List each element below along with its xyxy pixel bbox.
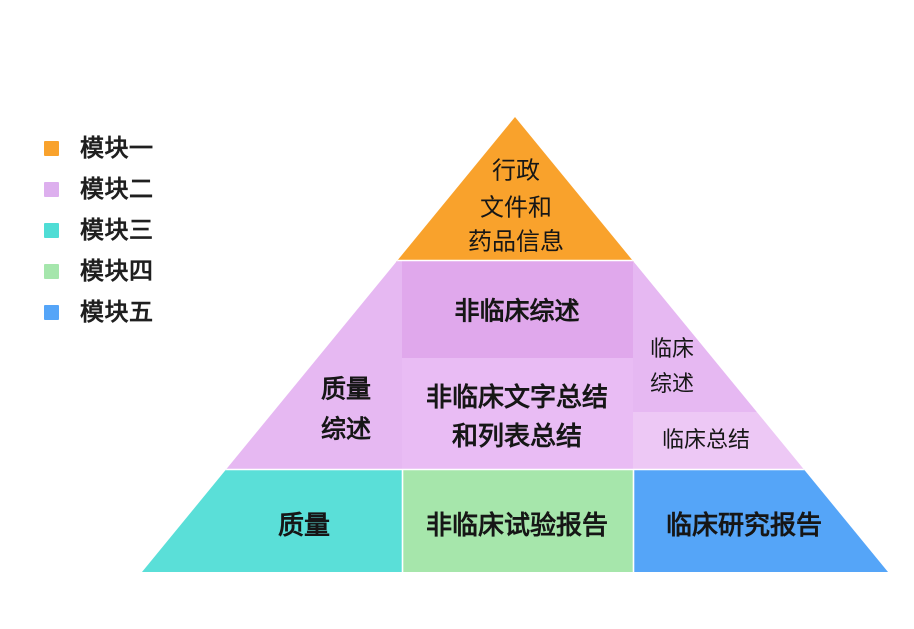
legend-swatch-module-4: [44, 264, 59, 279]
label-quality: 质量: [278, 510, 330, 540]
legend-swatch-module-2: [44, 182, 59, 197]
pyramid-segment-nonclinical-written-tabulated-summary: [402, 358, 633, 469]
label-nonclinical-study-reports: 非临床试验报告: [426, 510, 608, 540]
legend-item-module-4: 模块四: [44, 251, 234, 292]
legend-label-module-1: 模块一: [80, 134, 154, 162]
legend: 模块一 模块二 模块三 模块四 模块五: [44, 128, 234, 333]
label-nonclinical-summary-line-1: 非临床文字总结: [426, 382, 608, 412]
pyramid-segment-nonclinical-overview: [402, 260, 633, 358]
legend-item-module-3: 模块三: [44, 210, 234, 251]
legend-label-module-2: 模块二: [80, 175, 154, 203]
legend-label-module-4: 模块四: [80, 257, 154, 285]
label-clinical-summary: 临床总结: [662, 427, 750, 452]
label-clinical-overview-line-2: 综述: [650, 371, 694, 396]
label-nonclinical-summary-line-2: 和列表总结: [452, 421, 582, 451]
pyramid-segment-nonclinical-study-reports: [402, 469, 633, 572]
legend-item-module-1: 模块一: [44, 128, 234, 169]
legend-swatch-module-3: [44, 223, 59, 238]
label-apex-line-2: 文件和: [480, 194, 552, 221]
label-nonclinical-overview: 非临床综述: [454, 297, 579, 326]
label-apex-line-1: 行政: [492, 157, 540, 184]
pyramid-segment-apex: [142, 117, 820, 262]
label-clinical-study-reports: 临床研究报告: [666, 510, 822, 540]
label-quality-overview-line-1: 质量: [321, 376, 371, 404]
legend-item-module-2: 模块二: [44, 169, 234, 210]
label-apex-line-3: 药品信息: [468, 228, 564, 255]
legend-item-module-5: 模块五: [44, 292, 234, 333]
legend-swatch-module-1: [44, 141, 59, 156]
legend-label-module-5: 模块五: [80, 298, 154, 326]
pyramid-segment-quality: [142, 469, 402, 572]
label-quality-overview-line-2: 综述: [321, 415, 371, 444]
label-clinical-overview-line-1: 临床: [650, 336, 694, 361]
legend-label-module-3: 模块三: [80, 216, 154, 244]
legend-swatch-module-5: [44, 305, 59, 320]
